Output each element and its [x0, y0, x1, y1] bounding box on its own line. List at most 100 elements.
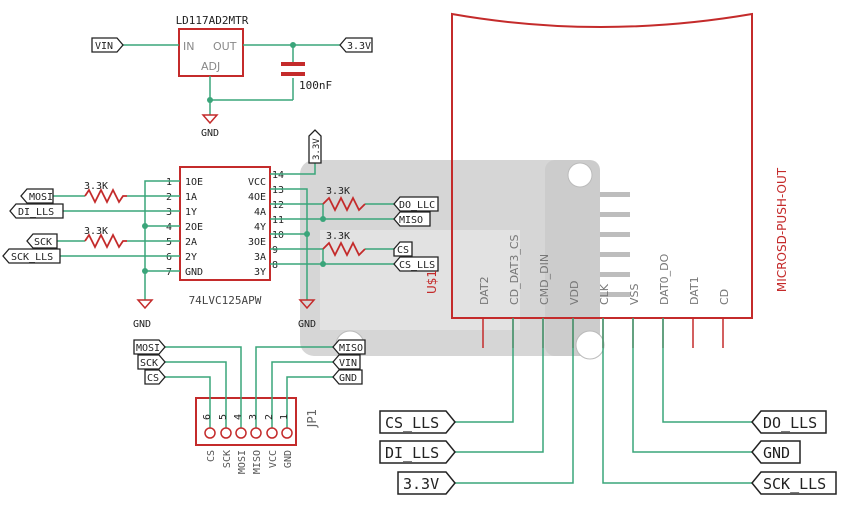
buffer-pin-5-number: 5 — [166, 237, 172, 248]
header-wires — [165, 346, 333, 433]
header-pin-3-name: MISO — [252, 450, 263, 474]
sd-tag-do-lls — [751, 410, 827, 434]
vin-tag-label: VIN — [95, 41, 113, 52]
buffer-vcc-tag-label: 3.3V — [312, 138, 322, 160]
header-pins — [204, 427, 293, 439]
buffer-pin-7-name: GND — [185, 267, 203, 278]
buffer-wires — [53, 163, 394, 300]
header-pin-5-number: 5 — [218, 414, 229, 420]
header-pin-1-number: 1 — [279, 414, 290, 420]
microsd-socket: MICROSD-PUSH-OUT U$1 DAT2 CD_DAT3_CS CMD… — [379, 12, 837, 495]
header-pin-2-name: VCC — [268, 450, 279, 468]
buffer-part-label: 74LVC125APW — [189, 294, 262, 307]
net-tag-miso — [393, 211, 431, 227]
regulator-part-label: LD117AD2MTR — [176, 14, 249, 27]
buffer-pin-14-name: VCC — [248, 177, 266, 188]
buffer-pin-4-name: 2OE — [185, 222, 203, 233]
header-pin-6-name: CS — [206, 450, 217, 462]
sd-tag-sck-lls-label: SCK_LLS — [763, 475, 826, 493]
capacitor-value: 100nF — [299, 79, 332, 92]
buffer-pin-13-number: 13 — [272, 185, 284, 196]
sd-tag-cs-lls-label: CS_LLS — [385, 414, 439, 432]
buffer-pin-10-number: 10 — [272, 230, 284, 241]
buffer-pin-5-name: 2A — [185, 237, 197, 248]
header-tag-sck-label: SCK — [140, 358, 158, 369]
header-tag-mosi-label: MOSI — [136, 343, 160, 354]
microsd-ref: U$1 — [425, 270, 439, 294]
buffer-vcc-tag — [308, 129, 322, 164]
net-tag-di-lls — [9, 203, 64, 219]
header-body — [195, 397, 297, 446]
sd-tag-3v3-label: 3.3V — [403, 475, 439, 493]
buffer-gnd-label-1: GND — [133, 319, 151, 330]
header-tag-miso-label: MISO — [339, 343, 363, 354]
buffer-gnd-label-2: GND — [298, 319, 316, 330]
resistor-2-value: 3.3K — [84, 226, 108, 237]
sd-tag-3v3 — [397, 471, 456, 495]
header-pin-6-number: 6 — [202, 414, 213, 420]
microsd-name: MICROSD-PUSH-OUT — [775, 167, 789, 292]
net-tag-mosi — [20, 188, 54, 204]
buffer-pin-9-number: 9 — [272, 245, 278, 256]
header-tag-cs-label: CS — [147, 373, 159, 384]
buffer-pin-12-name: 4A — [254, 207, 266, 218]
regulator-pin-adj: ADJ — [201, 60, 220, 73]
header-ref: JP1 — [305, 409, 319, 428]
resistor-3-value: 3.3K — [326, 186, 350, 197]
net-tag-cs-lls-label: CS_LLS — [399, 260, 435, 271]
header-pin-5-name: SCK — [222, 450, 233, 468]
sd-tag-do-lls-label: DO_LLS — [763, 414, 817, 432]
net-tag-sck — [26, 233, 58, 249]
buffer-pin-3-name: 1Y — [185, 207, 197, 218]
net-tag-cs-label: CS — [397, 245, 409, 256]
header-jp1: JP1 6 5 4 3 2 1 CS SCK MOSI MISO VCC — [133, 339, 366, 474]
header-pin-3-number: 3 — [248, 414, 259, 420]
buffer-pin-9-name: 3A — [254, 252, 266, 263]
out-3v3-tag — [339, 37, 373, 53]
microsd-pin-vdd: VDD — [568, 281, 581, 305]
header-tag-gnd — [332, 369, 363, 385]
header-tag-gnd-label: GND — [339, 373, 357, 384]
sd-tag-cs-lls — [379, 410, 456, 434]
buffer-pin-7-number: 7 — [166, 267, 172, 278]
microsd-pin-cd: CD — [718, 289, 731, 305]
net-tag-di-lls-label: DI_LLS — [18, 207, 54, 218]
buffer-pin-2-number: 2 — [166, 192, 172, 203]
header-pin-4-number: 4 — [233, 414, 244, 420]
net-tag-miso-label: MISO — [399, 215, 423, 226]
regulator-pin-out: OUT — [213, 40, 237, 53]
sd-module-photo — [300, 160, 630, 360]
buffer-pin-6-name: 2Y — [185, 252, 197, 263]
buffer-ic: 74LVC125APW 1 2 3 4 5 6 7 1OE 1A 1Y 2OE … — [2, 129, 439, 330]
buffer-pin-6-number: 6 — [166, 252, 172, 263]
net-tag-sck-lls-label: SCK_LLS — [11, 252, 53, 263]
vin-tag — [91, 37, 124, 53]
sd-tag-di-lls — [379, 440, 456, 464]
buffer-pin-12-number: 12 — [272, 200, 284, 211]
regulator-gnd-label: GND — [201, 128, 219, 139]
resistor-4-value: 3.3K — [326, 231, 350, 242]
header-pin-4-name: MOSI — [237, 450, 248, 474]
microsd-pin-vss: VSS — [628, 283, 641, 305]
buffer-pin-1-number: 1 — [166, 177, 172, 188]
header-tag-miso — [332, 339, 366, 355]
microsd-wires — [455, 318, 752, 484]
regulator-body — [178, 28, 244, 77]
buffer-pin-8-number: 8 — [272, 260, 278, 271]
buffer-pin-2-name: 1A — [185, 192, 197, 203]
buffer-pin-13-name: 4OE — [248, 192, 266, 203]
net-tag-cs — [393, 241, 413, 257]
buffer-pin-1-name: 1OE — [185, 177, 203, 188]
net-tag-mosi-label: MOSI — [29, 192, 53, 203]
net-tag-sck-lls — [2, 248, 61, 264]
resistor-1-value: 3.3K — [84, 181, 108, 192]
header-tag-mosi — [133, 339, 166, 355]
net-tag-cs-lls — [393, 256, 439, 272]
header-tag-cs — [144, 369, 166, 385]
net-tag-do-llc — [393, 196, 439, 212]
out-3v3-tag-label: 3.3V — [347, 41, 371, 52]
buffer-pin-4-number: 4 — [166, 222, 172, 233]
buffer-body — [179, 166, 271, 281]
buffer-pin-11-name: 4Y — [254, 222, 266, 233]
